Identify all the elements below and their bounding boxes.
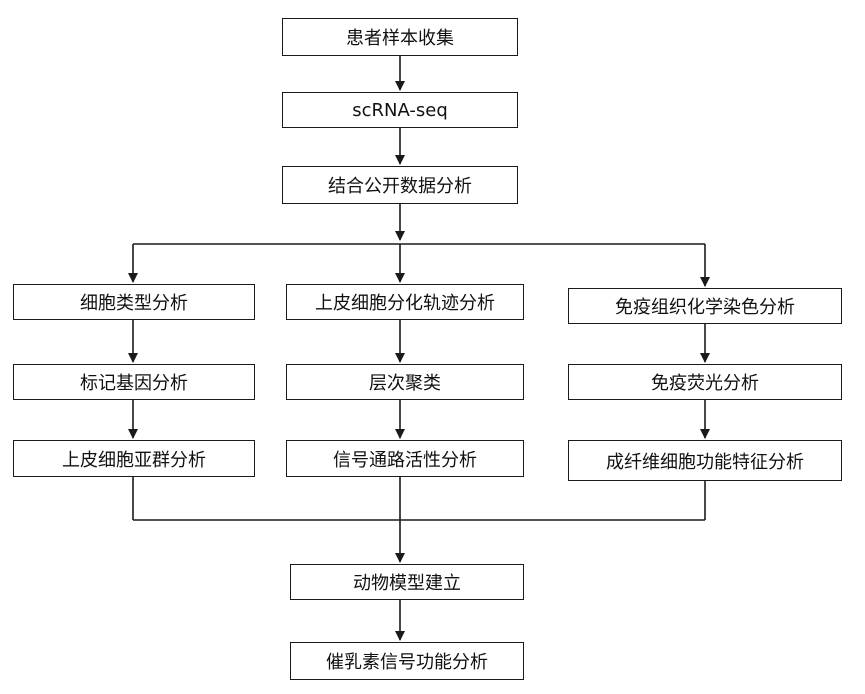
node-epithelial-trajectory-analysis: 上皮细胞分化轨迹分析 — [286, 284, 524, 320]
node-cell-type-analysis: 细胞类型分析 — [13, 284, 255, 320]
node-scrna-seq: scRNA-seq — [282, 92, 518, 128]
node-signaling-pathway-analysis: 信号通路活性分析 — [286, 440, 524, 477]
node-immunohistochemistry-analysis: 免疫组织化学染色分析 — [568, 288, 842, 324]
node-fibroblast-function-analysis: 成纤维细胞功能特征分析 — [568, 440, 842, 481]
node-epithelial-subgroup-analysis: 上皮细胞亚群分析 — [13, 440, 255, 477]
node-animal-model-establishment: 动物模型建立 — [290, 564, 524, 600]
node-patient-sample-collection: 患者样本收集 — [282, 18, 518, 56]
node-hierarchical-clustering: 层次聚类 — [286, 364, 524, 400]
node-immunofluorescence-analysis: 免疫荧光分析 — [568, 364, 842, 400]
node-public-data-analysis: 结合公开数据分析 — [282, 166, 518, 204]
node-prolactin-signaling-analysis: 催乳素信号功能分析 — [290, 642, 524, 680]
node-marker-gene-analysis: 标记基因分析 — [13, 364, 255, 400]
